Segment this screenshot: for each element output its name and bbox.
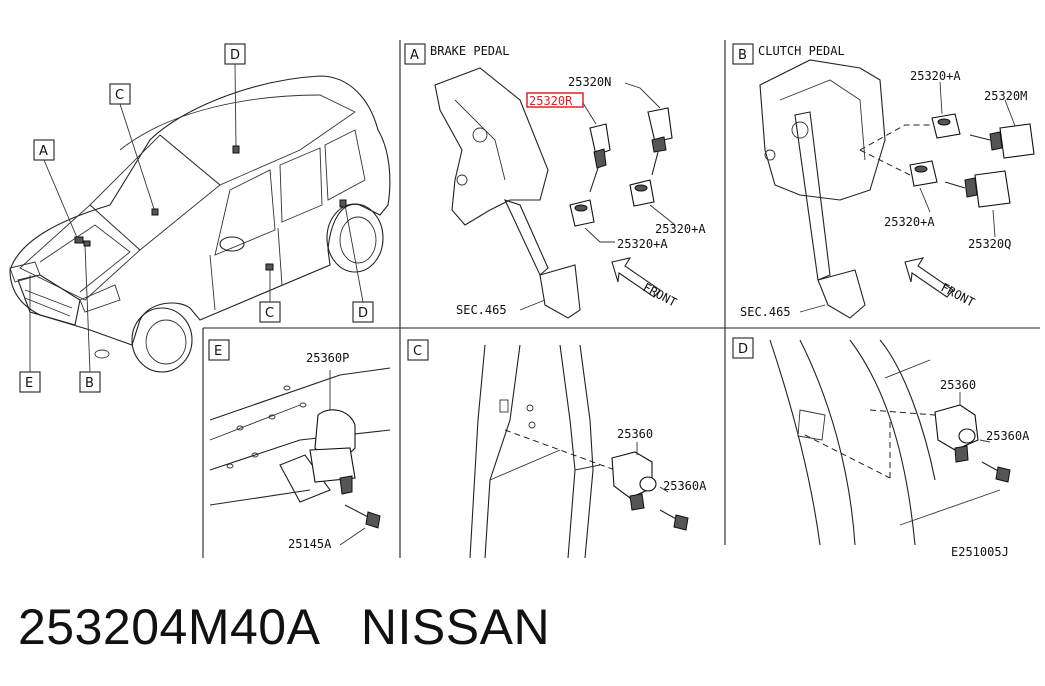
- clip-25320a-bottom: [909, 160, 938, 187]
- part-number: 253204M40A: [18, 599, 318, 655]
- vehicle-overview: [9, 43, 391, 393]
- switch-25320r: [589, 123, 611, 193]
- brake-part-25320a-lower: 25320+A: [617, 237, 668, 251]
- part-number-title: 253204M40A NISSAN: [18, 598, 550, 656]
- brake-sec-ref: SEC.465: [456, 303, 507, 317]
- clutch-part-25320q: 25320Q: [968, 237, 1011, 251]
- panel-e-letter: E: [214, 344, 222, 359]
- brand-name: NISSAN: [360, 599, 551, 655]
- brake-part-25320n: 25320N: [568, 75, 611, 89]
- callout-e: E: [25, 376, 33, 391]
- switch-25320n: [647, 107, 673, 176]
- clutch-pedal-panel: [732, 43, 1035, 319]
- brake-pedal-panel: [404, 43, 676, 319]
- detail-panel-c: [407, 339, 689, 559]
- panel-d-letter: D: [738, 342, 748, 357]
- clip-lower: [569, 199, 595, 227]
- panel-c-letter: C: [413, 344, 422, 359]
- clutch-part-25320m: 25320M: [984, 89, 1027, 103]
- callout-d-bottom: D: [358, 306, 368, 321]
- clutch-panel-title: CLUTCH PEDAL: [758, 44, 845, 58]
- switch-25320q: [944, 170, 1011, 208]
- panel-d-part-25360a: 25360A: [986, 429, 1030, 443]
- switch-25320m: [969, 123, 1035, 159]
- clip-upper: [629, 179, 655, 207]
- clutch-sec-ref: SEC.465: [740, 305, 791, 319]
- detail-panel-e: [208, 339, 391, 546]
- clutch-panel-letter: B: [738, 48, 747, 63]
- brake-part-25320r: 25320R: [529, 94, 573, 108]
- panel-grid: [202, 40, 1040, 558]
- brake-front-label: FRONT: [641, 280, 679, 309]
- callout-a: A: [39, 144, 48, 159]
- panel-d-part-25360: 25360: [940, 378, 976, 392]
- parts-diagram: A C D C D E B: [9, 40, 1040, 559]
- panel-c-part-25360: 25360: [617, 427, 653, 441]
- callout-d-top: D: [230, 48, 240, 63]
- diagram-code: E251005J: [951, 545, 1009, 559]
- brake-panel-letter: A: [410, 48, 419, 63]
- panel-e-part-25360p: 25360P: [306, 351, 349, 365]
- clutch-part-25320a-top: 25320+A: [910, 69, 961, 83]
- detail-panel-d: [732, 337, 1011, 546]
- callout-b: B: [85, 376, 94, 391]
- panel-c-part-25360a: 25360A: [663, 479, 707, 493]
- callout-c-top: C: [115, 88, 124, 103]
- clutch-front-label: FRONT: [939, 280, 977, 309]
- brake-part-25320a-upper: 25320+A: [655, 222, 706, 236]
- brake-panel-title: BRAKE PEDAL: [430, 44, 509, 58]
- clutch-part-25320a-bottom: 25320+A: [884, 215, 935, 229]
- panel-e-part-25145a: 25145A: [288, 537, 332, 551]
- callout-c-bottom: C: [265, 306, 274, 321]
- clip-25320a-top: [931, 113, 961, 139]
